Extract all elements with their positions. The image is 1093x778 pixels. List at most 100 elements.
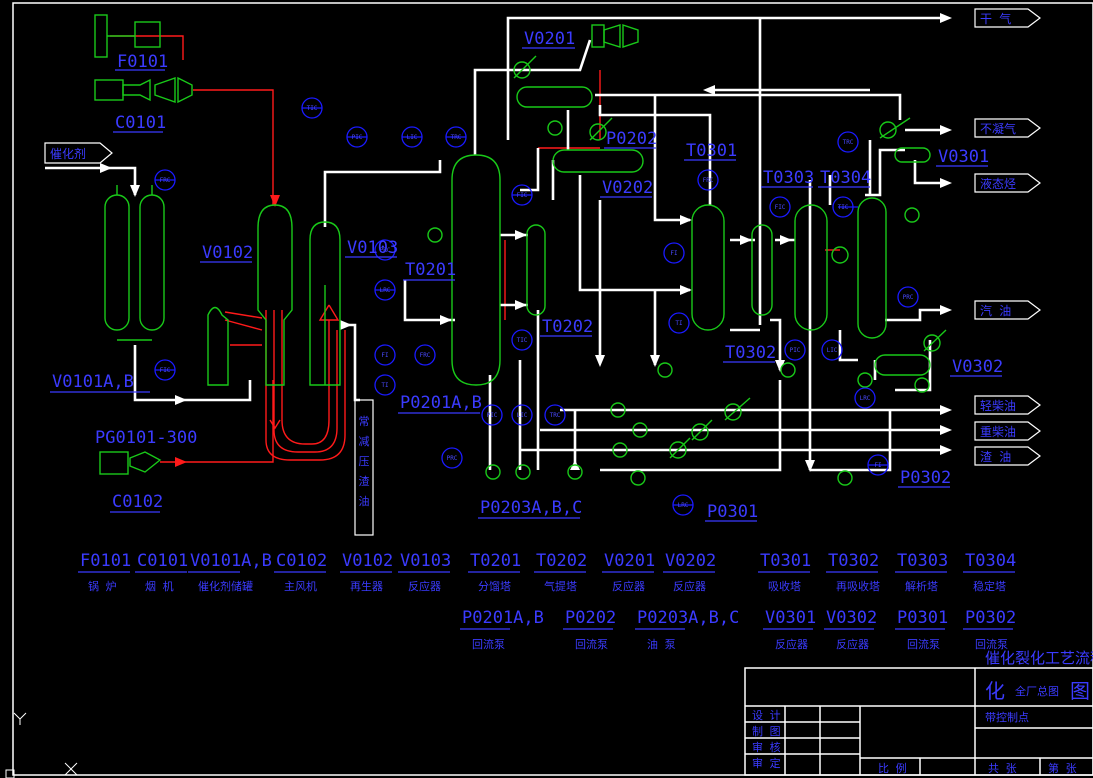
product-label: 轻柴油: [980, 399, 1016, 413]
instrument-tag-text: TRC: [451, 134, 462, 141]
instrument-tag-text: FI: [670, 250, 678, 257]
legend-code: V0202: [665, 551, 716, 571]
drawing-border: [12, 2, 1093, 776]
instrument-tag-text: TI: [675, 320, 683, 327]
product-box: [974, 173, 1041, 193]
title-page: 第 张: [1048, 761, 1077, 775]
equipment: [94, 14, 947, 486]
legend-desc: 解析塔: [905, 579, 938, 593]
legend-code: V0103: [400, 551, 451, 571]
legend-code: T0304: [965, 551, 1016, 571]
label-t0301: T0301: [686, 141, 737, 161]
legend-desc: 催化剂储罐: [198, 579, 253, 593]
legend-code: T0303: [897, 551, 948, 571]
instrument-tag-text: TIC: [838, 204, 849, 211]
label-t0202: T0202: [542, 317, 593, 337]
legend-desc: 油 泵: [647, 637, 676, 651]
label-p0301: P0301: [707, 502, 758, 522]
instrument-tag-text: TRC: [550, 412, 561, 419]
instrument-tag-text: FI: [381, 352, 389, 359]
label-p0202: P0202: [606, 129, 657, 149]
legend-code: T0301: [760, 551, 811, 571]
legend-desc: 回流泵: [472, 637, 505, 651]
legend-code: T0302: [828, 551, 879, 571]
instrument-tag-text: PRC: [380, 247, 391, 254]
legend-desc: 再吸收塔: [836, 579, 880, 593]
legend-code: F0101: [80, 551, 131, 571]
legend-desc: 锅 炉: [88, 580, 117, 593]
legend-code: C0101: [137, 551, 188, 571]
label-t0303: T0303: [763, 168, 814, 188]
instrument-tag-text: FRC: [420, 352, 431, 359]
legend-desc: 反应器: [775, 637, 808, 651]
turbine-c0101: [94, 79, 124, 101]
legend-code: P0202: [565, 608, 616, 628]
instrument-tag-text: LRC: [678, 502, 689, 509]
heat-exchangers: [513, 61, 941, 459]
legend-code: C0102: [276, 551, 327, 571]
legend-code: T0201: [470, 551, 521, 571]
title-row-review: 审 核: [752, 740, 781, 754]
label-t0302: T0302: [725, 343, 776, 363]
legend-desc: 回流泵: [975, 637, 1008, 651]
label-t0304: T0304: [820, 168, 871, 188]
instrument-tag-text: FRC: [160, 177, 171, 184]
label-v0201: V0201: [524, 29, 575, 49]
title-row-approve: 审 定: [752, 756, 781, 770]
product-box: [974, 421, 1041, 441]
absorber-t0301: [691, 204, 725, 331]
flow-arrows: [100, 13, 952, 472]
drum-v0302: [874, 354, 931, 376]
title-block-scheme: 带控制点: [985, 710, 1029, 724]
instrument-tag-text: PIC: [790, 347, 801, 354]
stabilizer-t0304: [857, 197, 887, 339]
legend-desc: 再生器: [350, 579, 383, 593]
drum-v0202: [552, 149, 644, 173]
instrument-tags: FRC FIC TIC PIC LIC TRC PRC LRC FI TI FRC FIC TIC PIC…: [154, 97, 919, 516]
product-box: [974, 8, 1041, 28]
title-block-sub: 全厂总图: [1015, 684, 1059, 698]
title-block-big-text2: 图: [1070, 679, 1090, 703]
instrument-tag-text: TRC: [843, 139, 854, 146]
equipment-labels: F0101 C0101 V0101A,B PG0101-300 C0102 V0…: [50, 29, 1003, 522]
product-label: 重柴油: [980, 425, 1016, 439]
instrument-tag-text: FIC: [517, 192, 528, 199]
desorber-t0303: [794, 204, 828, 331]
instrument-tag-text: TI: [381, 382, 389, 389]
legend-desc: 反应器: [612, 579, 645, 593]
legend-desc: 气提塔: [544, 579, 577, 593]
legend-desc: 主风机: [284, 579, 317, 593]
product-label: 干 气: [980, 11, 1011, 26]
title-block: 催化裂化工艺流程图 化 全厂总图 图 带控制点 设 计 制 图 审 核 审 定 …: [744, 649, 1093, 776]
title-row-draw: 制 图: [752, 725, 781, 738]
label-v0101: V0101A,B: [52, 372, 134, 392]
instrument-tag-text: LIC: [407, 134, 418, 141]
label-p0203: P0203A,B,C: [480, 498, 582, 518]
instrument-tag-text: TIC: [307, 105, 318, 112]
legend-desc: 分馏塔: [478, 579, 511, 593]
label-p0302: P0302: [900, 468, 951, 488]
legend-desc: 稳定塔: [973, 579, 1006, 593]
title-block-big-text: 化: [985, 679, 1005, 703]
label-f0101: F0101: [117, 52, 168, 72]
legend-code: V0302: [826, 608, 877, 628]
product-label: 汽 油: [980, 303, 1011, 318]
legend-code: P0301: [897, 608, 948, 628]
ucs-icon: [5, 712, 78, 778]
legend-desc: 回流泵: [907, 637, 940, 651]
instrument-tag-text: PIC: [352, 134, 363, 141]
instrument-tag-text: FIC: [775, 204, 786, 211]
stripper-t0202: [526, 224, 546, 316]
instrument-tag-text: TIC: [517, 337, 528, 344]
legend-code: V0101A,B: [190, 551, 272, 571]
legend-code: P0201A,B: [462, 608, 544, 628]
legend-desc: 反应器: [673, 579, 706, 593]
boiler-f0101: [94, 14, 108, 58]
title-row-design: 设 计: [752, 709, 781, 722]
residue-feed-label: 常减压渣油: [359, 415, 370, 508]
fractionator-t0201: [451, 154, 501, 386]
label-c0101: C0101: [115, 113, 166, 133]
instrument-tag-text: LRC: [860, 395, 871, 402]
